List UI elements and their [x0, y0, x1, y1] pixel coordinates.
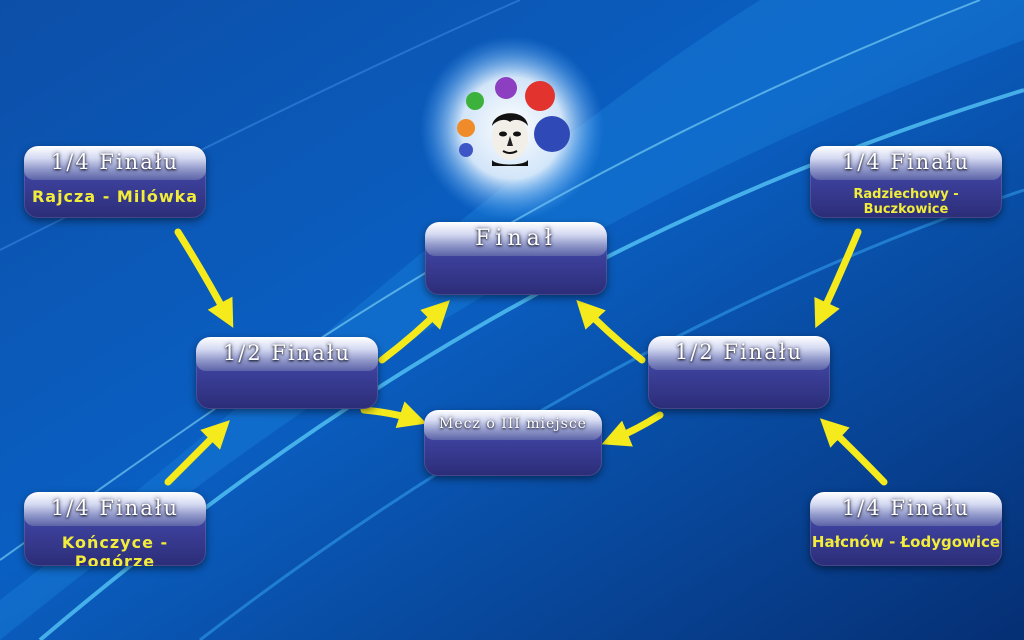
quarter-final-top-left-box: 1/4 Finału Rajcza - Milówka	[24, 146, 206, 218]
quarter-final-bottom-left-teams: Kończyce - Pogórze	[61, 533, 169, 566]
quarter-final-bottom-left-box: 1/4 Finału Kończyce - Pogórze	[24, 492, 206, 566]
semi-final-right-title: 1/2 Finału	[674, 340, 804, 364]
third-place-title: Mecz o III miejsce	[439, 416, 587, 432]
quarter-final-top-right-title: 1/4 Finału	[841, 150, 971, 174]
semi-final-right-box: 1/2 Finału	[648, 336, 830, 409]
quarter-final-bottom-right-box: 1/4 Finału Hałcnów - Łodygowice	[810, 492, 1002, 566]
quarter-final-top-right-box: 1/4 Finału Radziechowy - Buczkowice	[810, 146, 1002, 218]
quarter-final-bottom-right-title: 1/4 Finału	[841, 496, 971, 520]
quarter-final-top-left-teams: Rajcza - Milówka	[31, 187, 199, 206]
quarter-final-top-right-teams: Radziechowy - Buczkowice	[853, 187, 959, 217]
final-title: Finał	[475, 226, 557, 251]
semi-final-left-box: 1/2 Finału	[196, 337, 378, 409]
final-box: Finał	[425, 222, 607, 295]
third-place-box: Mecz o III miejsce	[424, 410, 602, 476]
quarter-final-bottom-right-teams: Hałcnów - Łodygowice	[811, 533, 1001, 551]
colored-dots-portrait-logo-icon	[457, 77, 570, 166]
quarter-final-bottom-left-title: 1/4 Finału	[50, 496, 180, 520]
quarter-final-top-left-title: 1/4 Finału	[50, 150, 180, 174]
semi-final-left-title: 1/2 Finału	[222, 341, 352, 365]
